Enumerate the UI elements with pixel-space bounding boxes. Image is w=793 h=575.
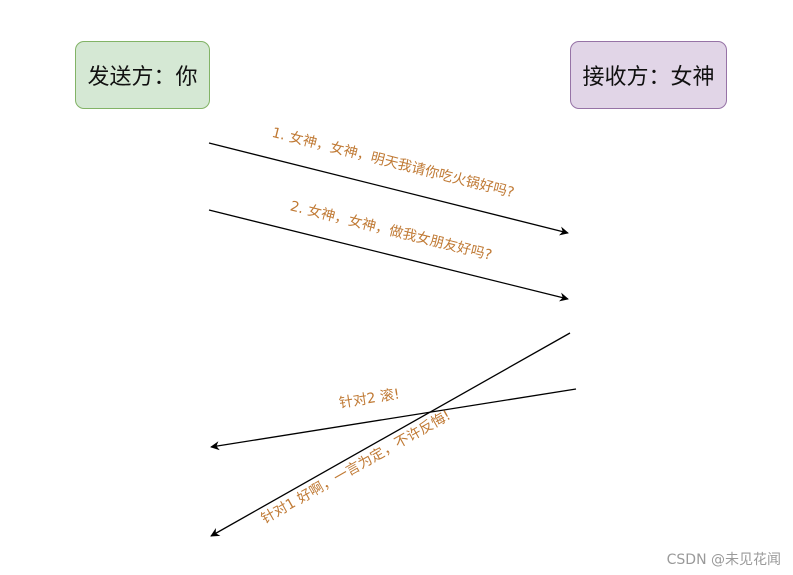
message-arrow-2 xyxy=(208,209,569,302)
message-label-2: 2. 女神，女神，做我女朋友好吗? xyxy=(288,197,493,263)
receiver-label: 接收方：女神 xyxy=(582,65,715,90)
message-arrow-1 xyxy=(208,142,569,236)
message-label-4: 针对1 好啊，一言为定，不许反悔! xyxy=(259,408,454,528)
message-label-3: 针对2 滚! xyxy=(338,385,401,411)
message-arrow-4 xyxy=(210,332,571,537)
sender-label: 发送方：你 xyxy=(87,65,198,90)
watermark: CSDN @未见花闻 xyxy=(666,552,781,568)
sender-node: 发送方：你 xyxy=(75,41,210,109)
receiver-node: 接收方：女神 xyxy=(570,41,727,109)
message-arrow-3 xyxy=(210,388,577,451)
